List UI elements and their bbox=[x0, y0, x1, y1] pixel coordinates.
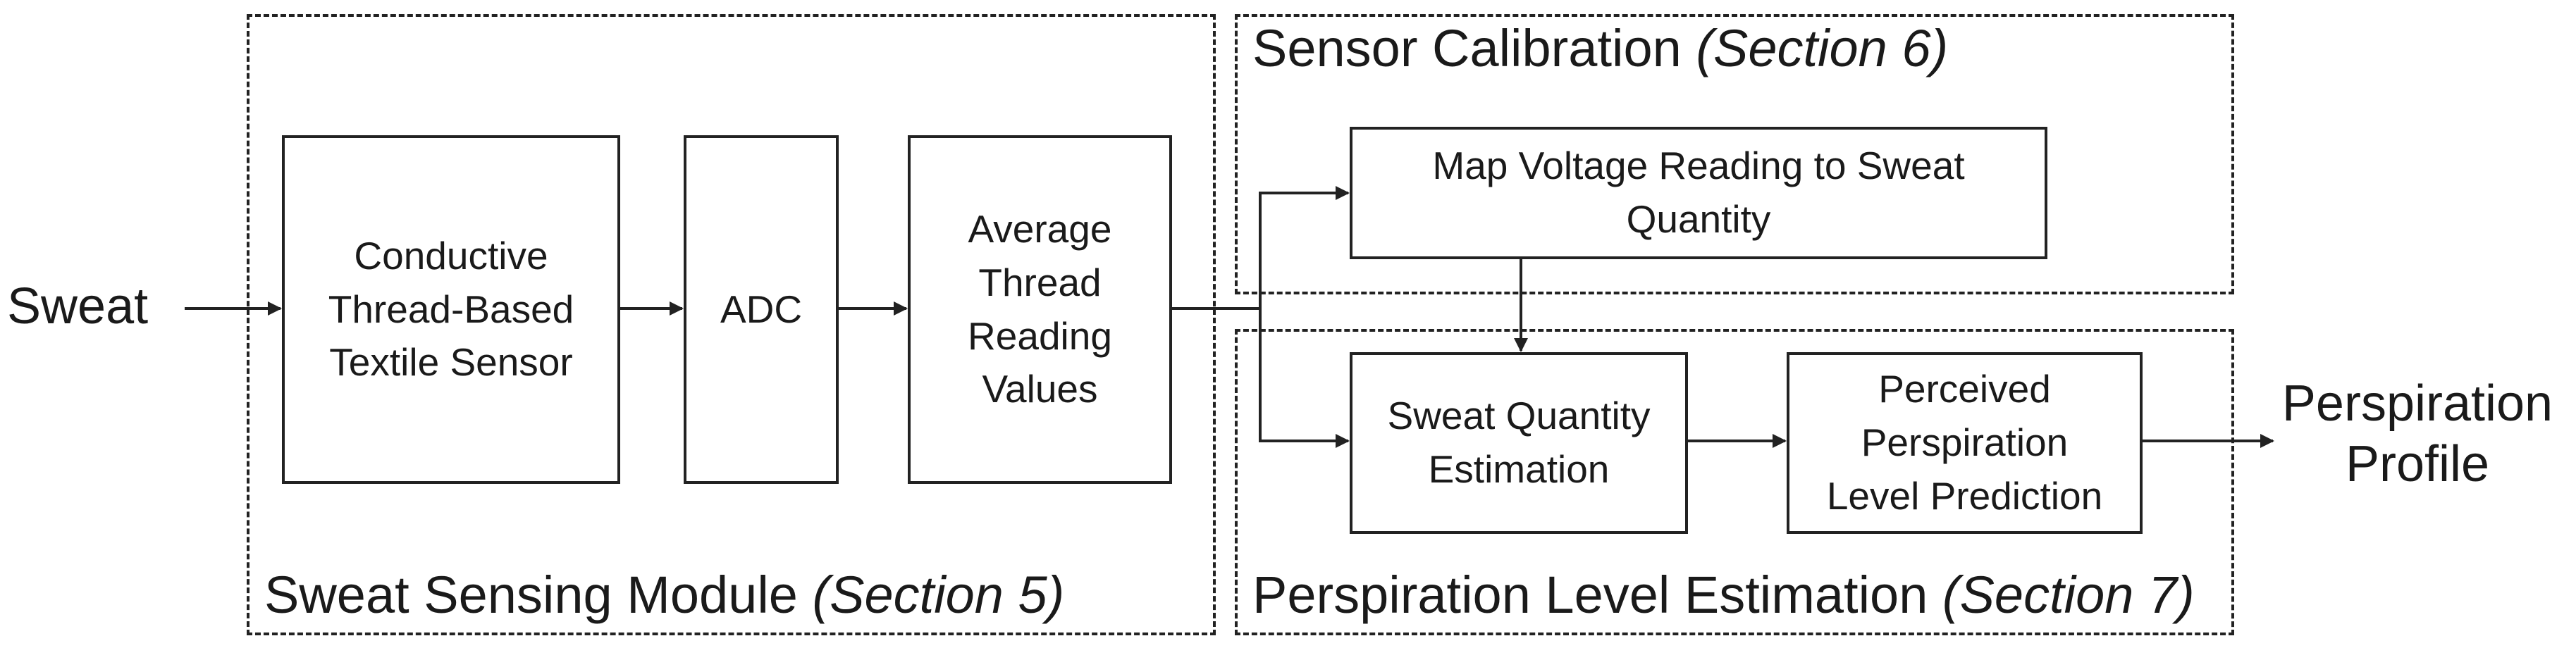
sweat-quantity-estimation-block: Sweat Quantity Estimation bbox=[1350, 352, 1688, 534]
sensor-calibration-title: Sensor Calibration (Section 6) bbox=[1252, 19, 1949, 77]
map-voltage-block: Map Voltage Reading to Sweat Quantity bbox=[1350, 127, 2047, 259]
sensor-calibration-section: (Section 6) bbox=[1696, 19, 1949, 77]
textile-sensor-block: Conductive Thread-Based Textile Sensor bbox=[282, 135, 620, 484]
average-thread-reading-block: Average Thread Reading Values bbox=[908, 135, 1172, 484]
perspiration-level-estimation-group bbox=[1235, 329, 2234, 635]
perspiration-level-estimation-title: Perspiration Level Estimation (Section 7… bbox=[1252, 566, 2195, 624]
output-label-perspiration-profile: Perspiration Profile bbox=[2281, 375, 2553, 493]
adc-block: ADC bbox=[684, 135, 839, 484]
sweat-sensing-module-section: (Section 5) bbox=[812, 566, 1065, 624]
perspiration-level-estimation-section: (Section 7) bbox=[1942, 566, 2195, 624]
sweat-sensing-module-title: Sweat Sensing Module (Section 5) bbox=[264, 566, 1065, 624]
sensor-calibration-group bbox=[1235, 14, 2234, 294]
input-label-sweat: Sweat bbox=[7, 278, 149, 335]
sweat-sensing-module-group bbox=[247, 14, 1216, 635]
level-prediction-block: Perceived Perspiration Level Prediction bbox=[1787, 352, 2143, 534]
